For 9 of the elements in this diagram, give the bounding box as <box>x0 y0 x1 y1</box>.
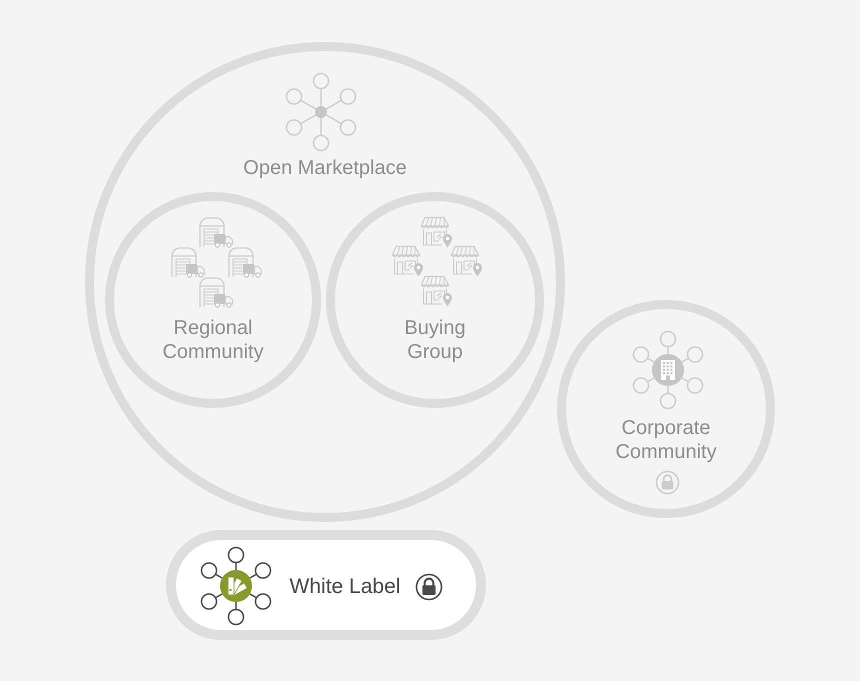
group-circle <box>105 192 321 408</box>
group-label: Corporate Community <box>615 416 717 464</box>
group-label: Regional Community <box>162 316 264 364</box>
group-circle <box>85 42 565 522</box>
pill-label: White Label <box>290 575 400 599</box>
group-circle <box>557 300 775 518</box>
group-label: Open Marketplace <box>243 156 407 180</box>
group-label: Buying Group <box>404 316 466 364</box>
group-circle <box>326 192 544 408</box>
